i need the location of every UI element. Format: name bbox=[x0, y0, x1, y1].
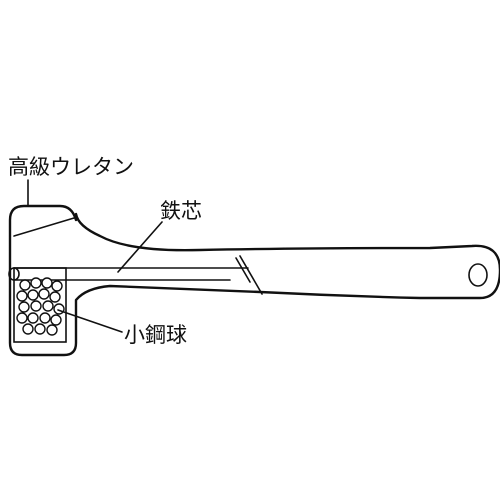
steel-ball bbox=[16, 290, 28, 302]
steel-ball bbox=[34, 323, 46, 335]
steel-balls-leader bbox=[57, 309, 123, 333]
steel-ball bbox=[19, 279, 31, 291]
iron-core-end bbox=[8, 267, 20, 281]
iron-core-leader bbox=[117, 221, 163, 273]
steel-ball bbox=[30, 277, 42, 289]
core-diagonal-2 bbox=[239, 255, 263, 295]
steel-balls-label: 小鋼球 bbox=[124, 323, 187, 347]
urethane-label: 高級ウレタン bbox=[8, 155, 134, 179]
steel-ball bbox=[27, 312, 39, 324]
steel-ball bbox=[16, 312, 28, 324]
steel-ball bbox=[49, 291, 61, 303]
steel-ball bbox=[22, 323, 34, 335]
iron-core-label: 鉄芯 bbox=[160, 199, 202, 223]
handle-hole bbox=[468, 263, 488, 287]
core-diagonal-1 bbox=[235, 257, 251, 283]
steel-ball bbox=[38, 288, 50, 300]
urethane-inner-line bbox=[13, 217, 75, 237]
steel-ball bbox=[46, 324, 58, 336]
steel-ball bbox=[27, 289, 39, 301]
steel-ball bbox=[50, 314, 62, 326]
steel-ball bbox=[30, 300, 42, 312]
hammer-outline bbox=[8, 204, 500, 357]
steel-balls bbox=[16, 277, 65, 336]
steel-ball bbox=[18, 301, 30, 313]
steel-ball bbox=[41, 277, 53, 289]
steel-ball bbox=[42, 300, 54, 312]
steel-ball bbox=[53, 303, 65, 315]
steel-ball bbox=[39, 312, 51, 324]
steel-ball bbox=[51, 280, 63, 292]
